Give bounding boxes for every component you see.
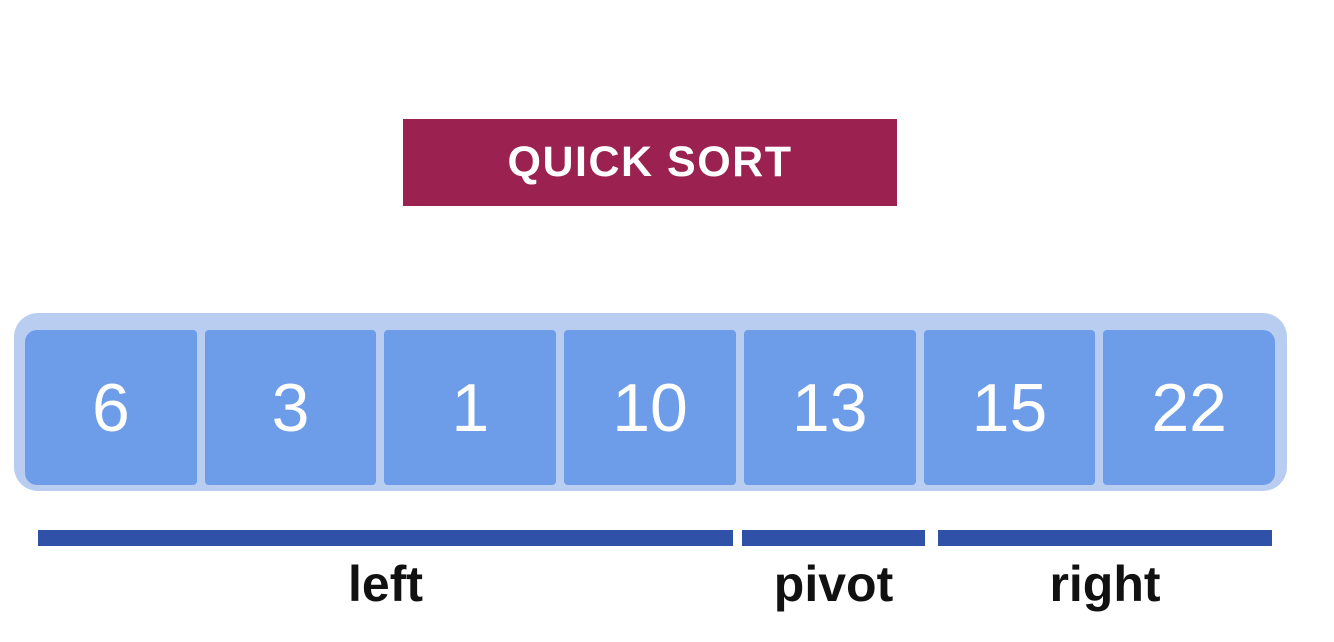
partition-bar-pivot <box>742 530 925 546</box>
array-cell-0[interactable]: 6 <box>25 330 197 485</box>
partition-bar-left <box>38 530 733 546</box>
array-cell-3[interactable]: 10 <box>564 330 736 485</box>
array-cell-value: 1 <box>451 369 490 446</box>
partition-label-pivot: pivot <box>773 556 894 612</box>
partition-bar-right <box>938 530 1272 546</box>
array-cell-value: 22 <box>1151 369 1227 446</box>
page-title: QUICK SORT <box>507 138 793 186</box>
array-cell-1[interactable]: 3 <box>204 330 377 485</box>
array-cell-value: 13 <box>791 369 868 446</box>
partition-label-left: left <box>348 556 423 612</box>
array-cell-2[interactable]: 1 <box>384 330 557 485</box>
array-cell-5[interactable]: 15 <box>923 330 1096 485</box>
array-cells: 6 3 1 10 13 15 22 <box>25 330 1276 485</box>
array-cell-value: 15 <box>971 369 1048 446</box>
array-cell-value: 3 <box>271 369 310 446</box>
partition-label-right: right <box>1049 556 1161 612</box>
array-cell-4[interactable]: 13 <box>743 330 916 485</box>
title-banner: QUICK SORT <box>403 119 897 206</box>
array-cell-value: 10 <box>612 369 688 446</box>
array-cell-value: 6 <box>91 369 130 446</box>
array-container: 6 3 1 10 13 15 22 <box>14 313 1287 491</box>
array-cell-6[interactable]: 22 <box>1103 330 1276 485</box>
